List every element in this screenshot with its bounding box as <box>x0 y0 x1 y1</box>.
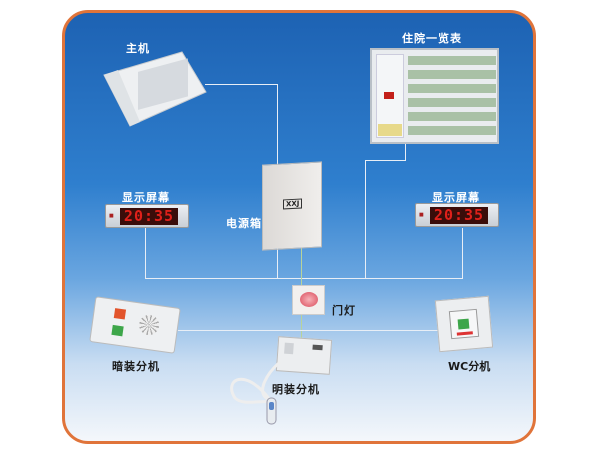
power-box-label: 电源箱 <box>226 217 262 230</box>
line-board-h <box>365 160 406 161</box>
line-bus-bottom <box>178 330 440 331</box>
host-label: 主机 <box>126 42 150 55</box>
line-power-left <box>277 248 278 278</box>
flush-extension-label: 暗装分机 <box>112 360 160 373</box>
display-screen-right: ■ 20:35 <box>415 203 499 227</box>
line-host-power <box>205 84 278 85</box>
host-console-image <box>103 51 207 127</box>
line-host-power-v <box>277 84 278 166</box>
door-light-label: 门灯 <box>332 304 356 317</box>
door-light-image <box>292 285 325 315</box>
line-board-down <box>365 160 366 278</box>
brand-logo-left: ■ <box>109 213 114 219</box>
ward-board-label: 住院一览表 <box>402 32 462 45</box>
brand-logo: XXJ <box>283 198 303 210</box>
led-time-right: 20:35 <box>430 207 488 224</box>
line-display-left <box>145 228 146 278</box>
line-board-v <box>405 143 406 161</box>
nurse-call-handset-image <box>230 360 281 425</box>
power-box-image: XXJ <box>262 161 322 251</box>
display-screen-left: ■ 20:35 <box>105 204 189 228</box>
brand-logo-right: ■ <box>419 212 424 218</box>
ward-board-image <box>370 48 499 144</box>
display-left-label: 显示屏幕 <box>122 191 170 204</box>
led-time-left: 20:35 <box>120 208 178 225</box>
surface-extension-label: 明装分机 <box>272 383 320 396</box>
wc-extension-label: WC分机 <box>448 360 491 373</box>
line-display-right <box>462 228 463 278</box>
display-right-label: 显示屏幕 <box>432 191 480 204</box>
wc-extension-image <box>434 295 494 353</box>
line-bus-top <box>145 278 463 279</box>
